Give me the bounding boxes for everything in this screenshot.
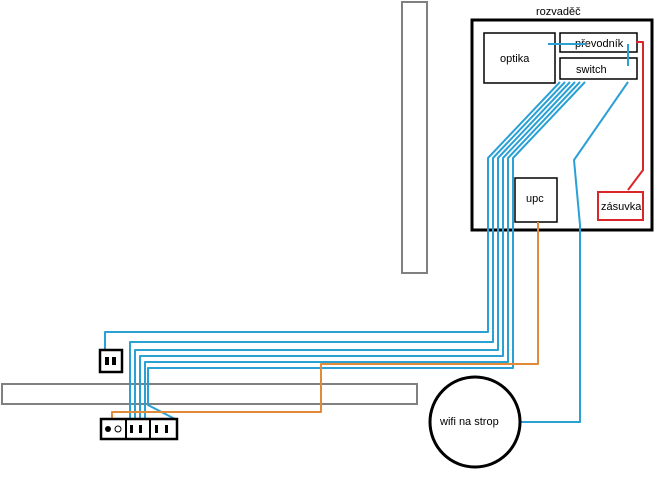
switch-box	[559, 57, 638, 80]
cable-switch-outlet-6	[147, 81, 586, 420]
wall-vertical	[401, 1, 428, 274]
outlet-upper	[98, 348, 124, 374]
switch-label: switch	[576, 64, 607, 76]
fiber-label: optika	[500, 53, 530, 65]
wifi-circle	[428, 375, 522, 469]
cable-switch-wifi	[520, 81, 629, 423]
wall-horizontal	[1, 383, 418, 405]
cable-switch-outlet-1	[104, 81, 561, 350]
cable-layer	[104, 41, 644, 423]
ups-box	[514, 177, 558, 223]
wifi-label: wifi na strop	[439, 416, 499, 428]
fiber-box	[483, 32, 556, 84]
socket-label: zásuvka	[601, 201, 642, 213]
cabinet-label: rozvaděč	[536, 6, 581, 18]
socket-box	[597, 191, 644, 221]
cable-switch-outlet-5	[144, 81, 581, 419]
cable-converter-socket	[627, 41, 644, 191]
cable-switch-outlet-3	[134, 81, 571, 419]
cable-switch-outlet-4	[139, 81, 576, 419]
outlet-lower	[99, 417, 179, 441]
cable-switch-outlet-2	[129, 81, 566, 419]
converter-label: převodník	[575, 38, 624, 50]
ups-label: upc	[526, 193, 544, 205]
cable-ups-power	[111, 222, 539, 419]
